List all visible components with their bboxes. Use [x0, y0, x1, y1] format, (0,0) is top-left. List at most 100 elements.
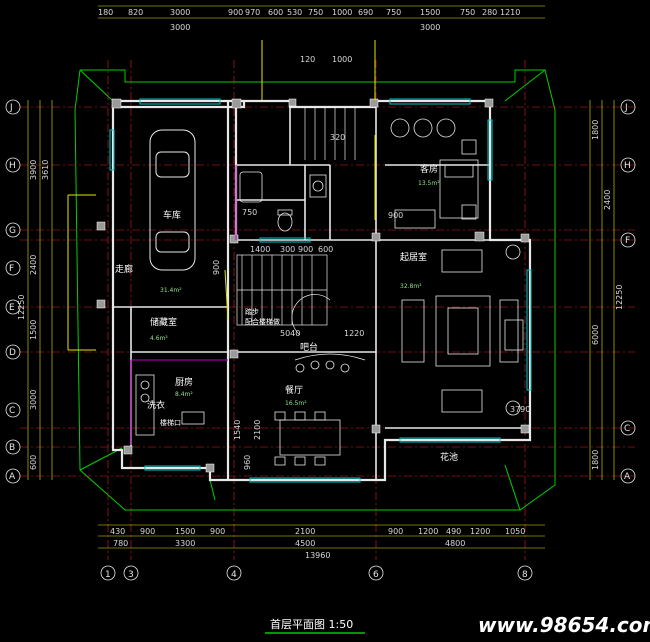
room-label-garden: 花池 [440, 451, 458, 463]
top-dim: 750 [460, 8, 475, 17]
interior-dim: 2100 [253, 420, 262, 440]
left-dim: 1500 [29, 320, 38, 340]
top-dim: 750 [386, 8, 401, 17]
top-dim: 3000 [420, 23, 440, 32]
roof-outline [74, 69, 556, 511]
interior-dimensions: 1400 300 900 600 750 1220 5040 320 900 3… [212, 133, 530, 470]
left-dim: 2400 [29, 255, 38, 275]
top-dim: 180 [98, 8, 113, 17]
interior-dim: 300 [280, 245, 295, 254]
top-dim: 750 [308, 8, 323, 17]
room-label-bar: 吧台 [300, 341, 318, 353]
axis-label: G [9, 226, 16, 236]
axis-label: B [9, 443, 15, 453]
room-label-laundry: 洗衣 [147, 399, 165, 411]
axis-labels-right: J H F C A [624, 103, 631, 482]
axis-label: C [624, 424, 630, 434]
bottom-dim: 4500 [295, 539, 315, 548]
top-dim: 1210 [500, 8, 520, 17]
top-dim: 970 [245, 8, 260, 17]
room-area-dining: 16.5m² [285, 400, 307, 407]
axis-label: D [9, 348, 16, 358]
room-label-living: 起居室 [400, 251, 427, 263]
axis-label: 6 [373, 570, 379, 580]
note-beam: 配合楼梯做 [245, 317, 280, 326]
bathroom-fixtures [239, 171, 327, 232]
room-label-storage: 储藏室 [150, 316, 177, 328]
room-label-garage: 车库 [163, 209, 181, 221]
room-label-kitchen: 厨房 [175, 376, 193, 388]
car-icon [149, 129, 196, 271]
bottom-dim: 900 [210, 527, 225, 536]
bottom-dim: 430 [110, 527, 125, 536]
bottom-dim: 1200 [470, 527, 490, 536]
axis-markers-right [620, 99, 636, 484]
room-area-storage: 4.6m² [150, 335, 168, 342]
watermark: www.98654.com [478, 613, 650, 637]
bottom-dim: 4800 [445, 539, 465, 548]
interior-dim: 960 [243, 455, 252, 470]
bottom-dim: 2100 [295, 527, 315, 536]
axis-label: E [9, 303, 15, 313]
top-dim: 120 [300, 55, 315, 64]
interior-dim: 900 [212, 260, 221, 275]
interior-dim: 5040 [280, 329, 300, 338]
interior-dim: 3790 [510, 405, 530, 414]
bottom-dim: 900 [140, 527, 155, 536]
axis-labels-left: J H G F E D C B A [9, 103, 16, 482]
drawing-title: 首层平面图 1:50 [270, 617, 353, 631]
top-dim: 600 [268, 8, 283, 17]
axis-label: 8 [522, 570, 528, 580]
room-area-kitchen: 8.4m² [175, 391, 193, 398]
windows [109, 98, 532, 483]
room-label-bedroom: 客房 [420, 163, 438, 175]
top-dim: 3000 [170, 8, 190, 17]
top-dim: 820 [128, 8, 143, 17]
axis-label: F [625, 236, 630, 246]
left-dim: 600 [29, 455, 38, 470]
top-dim: 1000 [332, 55, 352, 64]
interior-dim: 1540 [233, 420, 242, 440]
axis-label: A [624, 472, 631, 482]
axis-label: A [9, 472, 16, 482]
top-dim: 1000 [332, 8, 352, 17]
interior-dim: 750 [242, 208, 257, 217]
left-dim: 12250 [17, 295, 26, 320]
drawing-notes: 楼梯口 踏步 配合楼梯做 [160, 307, 280, 427]
bottom-dim: 3300 [175, 539, 195, 548]
interior-dim: 320 [330, 133, 345, 142]
axis-label: H [9, 161, 16, 171]
interior-dim: 900 [388, 211, 403, 220]
axis-label: J [9, 103, 13, 113]
interior-dim: 1400 [250, 245, 270, 254]
top-dim: 690 [358, 8, 373, 17]
living-furniture [401, 244, 524, 416]
kitchen-dining-furniture [135, 353, 366, 466]
accent-lines [67, 40, 376, 445]
axis-markers-bottom [100, 565, 533, 581]
left-dim: 3900 [29, 160, 38, 180]
axis-label: F [9, 264, 14, 274]
bottom-dimensions: 430 900 900 1500 2100 900 1200 490 1200 … [110, 527, 525, 560]
staircase [236, 107, 356, 336]
bottom-dim: 1050 [505, 527, 525, 536]
top-dim: 280 [482, 8, 497, 17]
top-dim: 3000 [170, 23, 190, 32]
left-dim: 3000 [29, 390, 38, 410]
interior-dim: 1220 [344, 329, 364, 338]
top-dim: 900 [228, 8, 243, 17]
room-area-living: 32.8m² [400, 283, 422, 290]
note-stair1: 楼梯口 [160, 418, 181, 427]
right-dim: 2400 [603, 190, 612, 210]
right-dim: 6000 [591, 325, 600, 345]
note-stair2: 踏步 [245, 307, 259, 316]
bottom-dim: 1500 [175, 527, 195, 536]
bottom-total: 13960 [305, 551, 330, 560]
interior-walls [113, 107, 525, 480]
axis-labels-bottom: 1 3 4 6 8 [105, 570, 528, 580]
dimension-lines [27, 5, 615, 549]
top-dim: 530 [287, 8, 302, 17]
top-dim: 1500 [420, 8, 440, 17]
right-dim: 1800 [591, 120, 600, 140]
